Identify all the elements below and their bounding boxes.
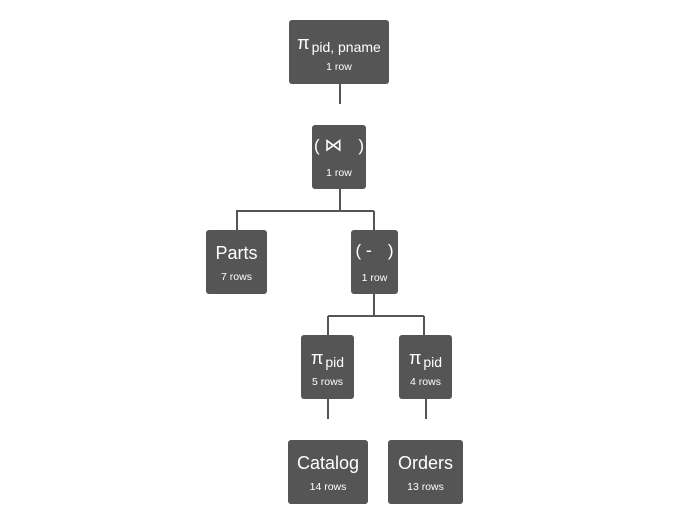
row-count: 1 row xyxy=(326,61,352,73)
row-count: 14 rows xyxy=(309,481,347,493)
node-table-parts[interactable]: Parts 7 rows xyxy=(206,230,267,294)
node-join[interactable]: ( ⋈) 1 row xyxy=(312,125,366,189)
node-heading: ( ⋈) xyxy=(312,134,366,157)
row-count: 7 rows xyxy=(221,271,252,283)
projection-symbol: π xyxy=(310,348,324,368)
row-count: 1 row xyxy=(361,272,388,284)
difference-symbol: - xyxy=(365,240,372,260)
projection-attributes: pid, pname xyxy=(311,39,381,55)
join-symbol: ⋈ xyxy=(324,135,343,155)
row-count: 13 rows xyxy=(407,481,444,493)
row-count: 1 row xyxy=(326,167,352,179)
close-paren: ) xyxy=(358,136,365,155)
table-name: Parts xyxy=(215,243,258,263)
node-table-orders[interactable]: Orders 13 rows xyxy=(388,440,463,504)
node-table-catalog[interactable]: Catalog 14 rows xyxy=(288,440,368,504)
open-paren: ( xyxy=(355,241,362,260)
row-count: 4 rows xyxy=(410,376,441,388)
row-count: 5 rows xyxy=(312,376,343,388)
open-paren: ( xyxy=(313,136,320,155)
projection-attributes: pid xyxy=(423,354,443,370)
close-paren: ) xyxy=(387,241,394,260)
node-heading: ( -) xyxy=(351,239,398,262)
projection-attributes: pid xyxy=(325,354,345,370)
projection-symbol: π xyxy=(408,348,422,368)
table-name: Orders xyxy=(397,453,453,473)
table-name: Catalog xyxy=(296,453,360,473)
projection-symbol: π xyxy=(297,33,310,53)
node-difference[interactable]: ( -) 1 row xyxy=(351,230,398,294)
